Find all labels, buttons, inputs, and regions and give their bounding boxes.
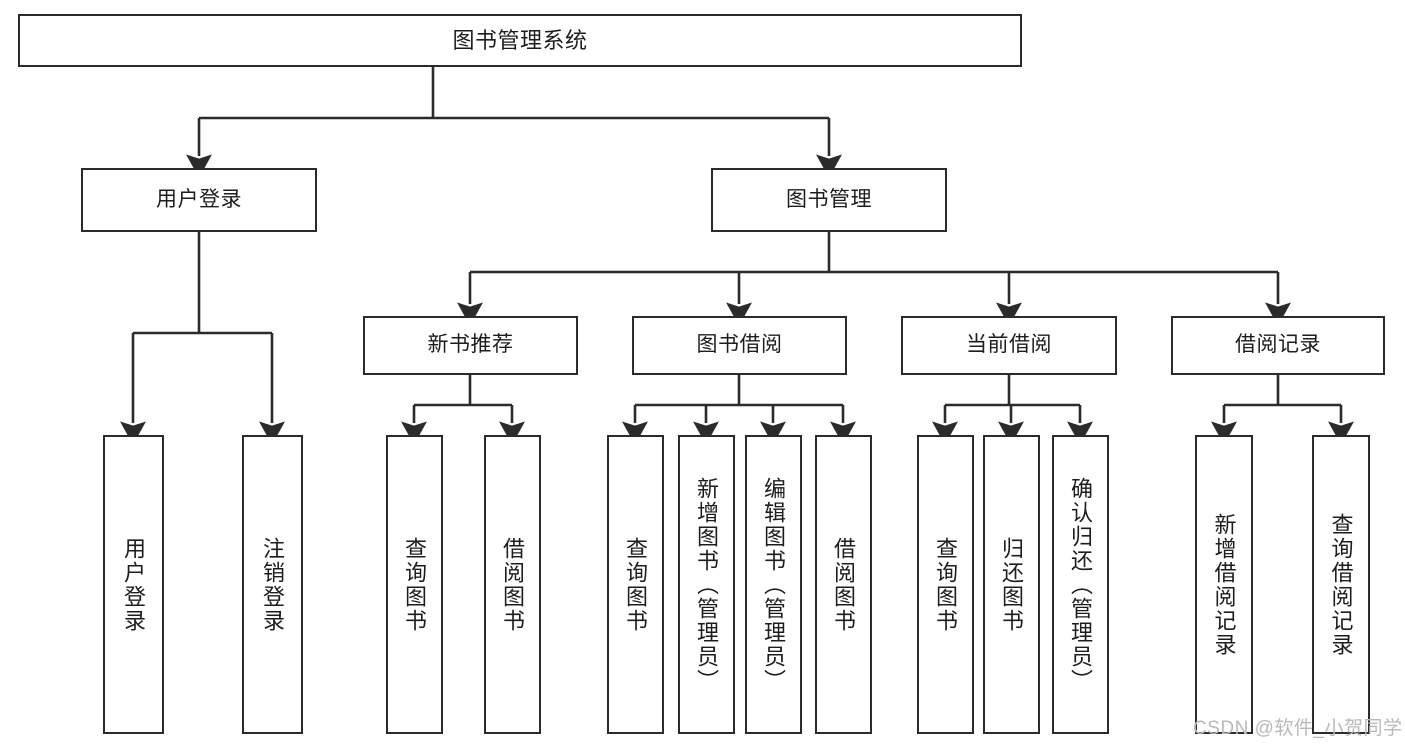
node-leaf-return-books[interactable]: 归还图书 [983,435,1040,734]
node-leaf-add-borrow-record[interactable]: 新增借阅记录 [1195,435,1253,734]
node-label: 注销登录 [260,536,286,633]
node-label: 当前借阅 [966,333,1052,357]
node-borrow-records[interactable]: 借阅记录 [1171,316,1385,375]
node-label: 新书推荐 [427,333,514,357]
node-label: 查询借阅记录 [1328,512,1354,657]
node-label: 归还图书 [999,536,1025,633]
node-label: 查询图书 [402,536,428,633]
node-label: 图书管理系统 [452,27,588,53]
node-book-management[interactable]: 图书管理 [711,168,947,232]
node-leaf-add-book-admin[interactable]: 新增图书（管理员） [678,435,735,734]
node-label: 新增借阅记录 [1211,512,1237,657]
node-label: 编辑图书（管理员） [761,476,787,693]
node-new-book-recommend[interactable]: 新书推荐 [363,316,578,375]
node-label: 用户登录 [156,187,242,211]
node-label: 借阅图书 [500,536,526,633]
node-leaf-query-books-current[interactable]: 查询图书 [917,435,974,734]
node-label: 图书管理 [786,187,872,211]
node-leaf-query-books-recommend[interactable]: 查询图书 [386,435,443,734]
node-label: 图书借阅 [696,333,783,357]
node-label: 借阅记录 [1235,333,1321,357]
node-label: 确认归还（管理员） [1068,476,1094,693]
node-current-borrow[interactable]: 当前借阅 [901,316,1117,375]
node-leaf-user-login[interactable]: 用户登录 [103,435,164,734]
node-leaf-logout[interactable]: 注销登录 [242,435,303,734]
node-root-library-system[interactable]: 图书管理系统 [18,14,1022,67]
node-leaf-confirm-return-admin[interactable]: 确认归还（管理员） [1052,435,1109,734]
node-leaf-query-borrow-record[interactable]: 查询借阅记录 [1312,435,1370,734]
node-leaf-borrow-books[interactable]: 借阅图书 [815,435,872,734]
node-label: 查询图书 [933,536,959,633]
csdn-watermark: CSDN @软件_小贺同学 [1193,718,1403,739]
node-leaf-borrow-books-recommend[interactable]: 借阅图书 [484,435,541,734]
node-label: 用户登录 [121,536,147,633]
node-label: 借阅图书 [831,536,857,633]
node-label: 查询图书 [623,536,649,633]
node-leaf-query-books-borrow[interactable]: 查询图书 [607,435,664,734]
node-book-borrow[interactable]: 图书借阅 [632,316,847,375]
node-leaf-edit-book-admin[interactable]: 编辑图书（管理员） [745,435,802,734]
node-user-login[interactable]: 用户登录 [81,168,317,232]
node-label: 新增图书（管理员） [694,476,720,693]
